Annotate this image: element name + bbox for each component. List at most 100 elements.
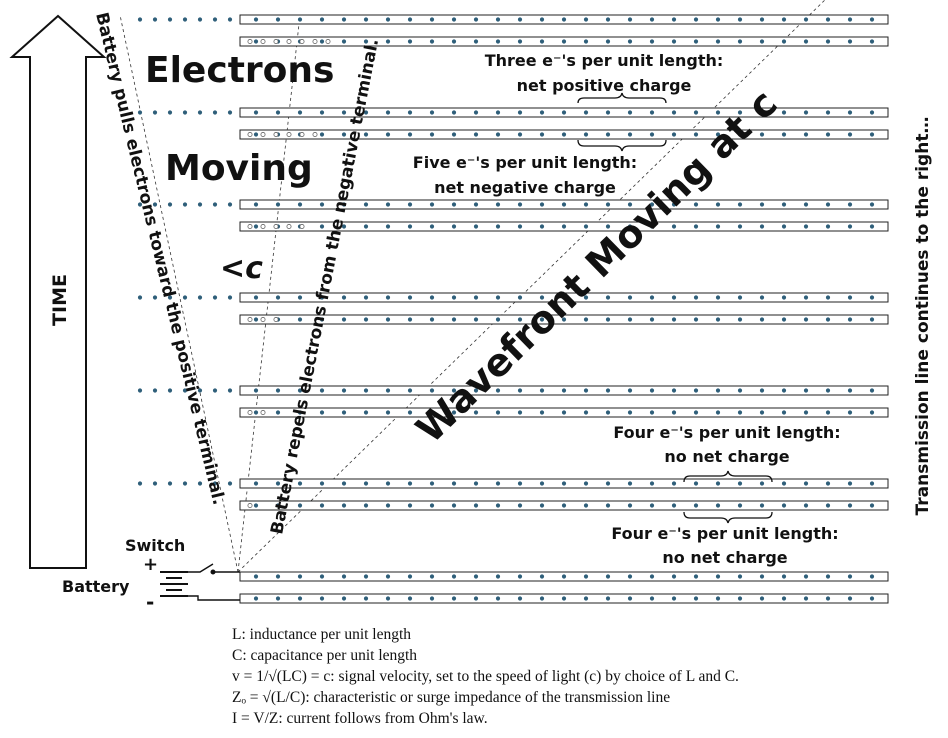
- electron-dot: [253, 17, 259, 22]
- electron-dot: [451, 317, 457, 322]
- electron-dot: [627, 110, 633, 115]
- electron-dot: [539, 596, 545, 601]
- electron-dot: [319, 388, 325, 393]
- electron-dot: [825, 410, 831, 415]
- electron-dot: [671, 503, 677, 508]
- electron-dot-outside: [167, 17, 173, 22]
- electron-dot: [737, 317, 743, 322]
- electron-dot: [825, 317, 831, 322]
- electron-dot: [429, 202, 435, 207]
- electron-dot: [539, 574, 545, 579]
- electron-dot: [693, 574, 699, 579]
- electron-dot: [473, 202, 479, 207]
- electron-dot: [275, 410, 281, 415]
- electron-dot: [473, 110, 479, 115]
- electron-dot: [297, 503, 303, 508]
- electron-dot: [605, 39, 611, 44]
- electron-dot: [385, 481, 391, 486]
- electron-dot: [517, 132, 523, 137]
- time-label: TIME: [49, 274, 71, 326]
- electron-dot: [561, 110, 567, 115]
- electron-dot: [693, 202, 699, 207]
- hole-dot: [312, 132, 318, 137]
- electron-dot: [539, 503, 545, 508]
- electron-dot: [583, 132, 589, 137]
- electron-dot: [407, 110, 413, 115]
- electron-dot: [627, 574, 633, 579]
- electron-dot: [561, 388, 567, 393]
- annotation-five-electrons: Five e⁻'s per unit length: net negative …: [413, 139, 667, 197]
- electron-dot: [319, 317, 325, 322]
- electron-dot: [693, 317, 699, 322]
- electron-dot: [759, 110, 765, 115]
- electron-dot: [693, 110, 699, 115]
- electron-dot: [451, 224, 457, 229]
- electron-dot-outside: [167, 202, 173, 207]
- electron-dot: [605, 481, 611, 486]
- electron-dot: [275, 202, 281, 207]
- electron-dot: [583, 317, 589, 322]
- electron-dot-outside: [137, 388, 143, 393]
- electron-dot: [825, 596, 831, 601]
- electron-dot: [627, 596, 633, 601]
- electron-dot: [583, 39, 589, 44]
- electron-dot: [473, 317, 479, 322]
- electron-dot: [759, 503, 765, 508]
- electron-dot: [341, 224, 347, 229]
- equation-legend: L: inductance per unit length C: capacit…: [232, 624, 932, 729]
- electron-dot: [253, 410, 259, 415]
- electron-dot: [363, 17, 369, 22]
- electron-dot: [605, 596, 611, 601]
- electron-dot: [781, 410, 787, 415]
- electron-dot: [803, 596, 809, 601]
- electron-dot-outside: [182, 202, 188, 207]
- electron-dot: [407, 224, 413, 229]
- electron-dot: [341, 202, 347, 207]
- electron-dot: [517, 317, 523, 322]
- electron-dot-outside: [197, 17, 203, 22]
- electron-dot: [253, 132, 259, 137]
- electron-dot: [495, 202, 501, 207]
- electron-dot-outside: [182, 110, 188, 115]
- battery-symbol: [160, 571, 188, 597]
- electron-dot: [759, 596, 765, 601]
- electron-dot: [759, 481, 765, 486]
- battery-switch-circuit: Switch Battery + -: [62, 536, 240, 614]
- electron-dot-outside: [212, 202, 218, 207]
- electron-dot: [781, 202, 787, 207]
- electron-dot: [253, 295, 259, 300]
- hole-dot: [260, 317, 266, 322]
- electron-dot: [803, 17, 809, 22]
- electron-dot: [605, 224, 611, 229]
- electron-dot: [583, 224, 589, 229]
- electron-dot: [363, 388, 369, 393]
- electron-dot: [715, 17, 721, 22]
- electron-dot: [781, 317, 787, 322]
- electron-dot: [759, 17, 765, 22]
- electron-dot: [759, 317, 765, 322]
- hole-dot: [247, 132, 253, 137]
- electron-dot: [737, 39, 743, 44]
- line-pair-6: [137, 478, 889, 511]
- electron-dot: [737, 110, 743, 115]
- electron-dot: [473, 224, 479, 229]
- annotation-four-bottom-line2: no net charge: [662, 548, 787, 567]
- electron-dot: [649, 17, 655, 22]
- electron-dot: [561, 410, 567, 415]
- electron-dot: [363, 596, 369, 601]
- electron-dot: [649, 39, 655, 44]
- annotation-three-line1: Three e⁻'s per unit length:: [485, 51, 724, 70]
- electron-dot: [847, 224, 853, 229]
- electron-dot: [363, 574, 369, 579]
- annotation-three-line2: net positive charge: [517, 76, 692, 95]
- electron-dot: [363, 481, 369, 486]
- electron-dot: [825, 574, 831, 579]
- electron-dot-outside: [212, 295, 218, 300]
- electron-dot: [561, 596, 567, 601]
- electron-dot: [495, 410, 501, 415]
- electron-dot: [737, 224, 743, 229]
- electron-dot: [561, 317, 567, 322]
- electron-dot: [275, 481, 281, 486]
- line-pair-3: [137, 199, 889, 232]
- annotation-five-line2: net negative charge: [434, 178, 616, 197]
